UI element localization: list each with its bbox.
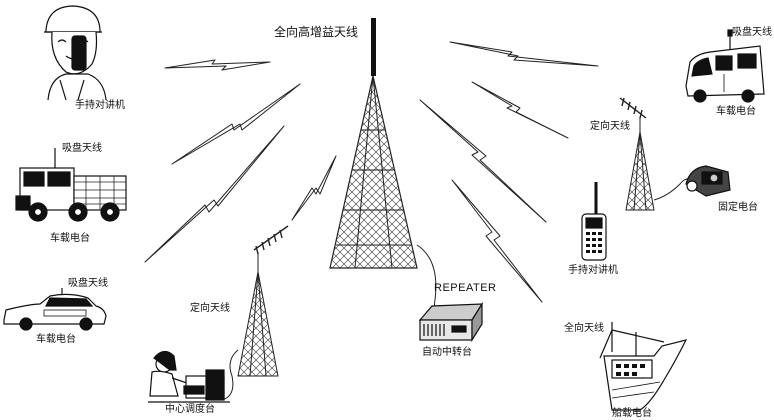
lightning-bolt-icon <box>451 179 543 303</box>
ambulance-icon <box>685 29 765 103</box>
fire-truck-icon <box>15 148 127 222</box>
vehicle-radio-policecar-label: 车载电台 <box>36 334 76 345</box>
vehicle-radio-ambulance-label: 车载电台 <box>716 106 756 117</box>
repeater-en-label: REPEATER <box>434 282 497 294</box>
person-phone-icon <box>44 5 107 101</box>
lattice-tower-icon <box>619 97 695 211</box>
lightning-bolt-icon <box>144 125 285 263</box>
omni-antenna-ship-label: 全向天线 <box>564 323 604 334</box>
police-car-icon <box>3 288 107 331</box>
base-radio-icon <box>685 165 731 197</box>
directional-antenna-right-label: 定向天线 <box>590 121 630 132</box>
auto-repeater-label: 自动中转台 <box>422 347 472 358</box>
vehicle-radio-firetruck-label: 车载电台 <box>50 233 90 244</box>
lightning-bolt-icon <box>171 83 301 165</box>
lightning-bolt-icon <box>164 59 271 71</box>
directional-antenna-left-label: 定向天线 <box>190 303 230 314</box>
fixed-radio-label: 固定电台 <box>718 202 758 213</box>
signal-bolts <box>144 41 599 303</box>
handheld-radio-icon <box>581 182 607 261</box>
dispatch-console-label: 中心调度台 <box>165 404 215 415</box>
ship-icon <box>599 322 688 411</box>
handheld-left-label: 手持对讲机 <box>75 100 125 111</box>
handheld-right-label: 手持对讲机 <box>568 265 618 276</box>
lightning-bolt-icon <box>471 81 569 139</box>
lightning-bolt-icon <box>419 99 547 223</box>
lattice-tower-icon <box>221 225 289 401</box>
suction-antenna-ambulance-label: 吸盘天线 <box>732 27 772 38</box>
dispatcher-icon <box>148 350 230 403</box>
lightning-bolt-icon <box>449 41 599 67</box>
ship-radio-label: 船载电台 <box>612 408 652 419</box>
lattice-tower-icon <box>329 18 449 319</box>
lightning-bolt-icon <box>291 155 337 221</box>
main-antenna-label: 全向高增益天线 <box>274 25 359 39</box>
repeater-icon <box>418 301 484 343</box>
suction-antenna-policecar-label: 吸盘天线 <box>68 278 108 289</box>
suction-antenna-firetruck-label: 吸盘天线 <box>62 143 102 154</box>
